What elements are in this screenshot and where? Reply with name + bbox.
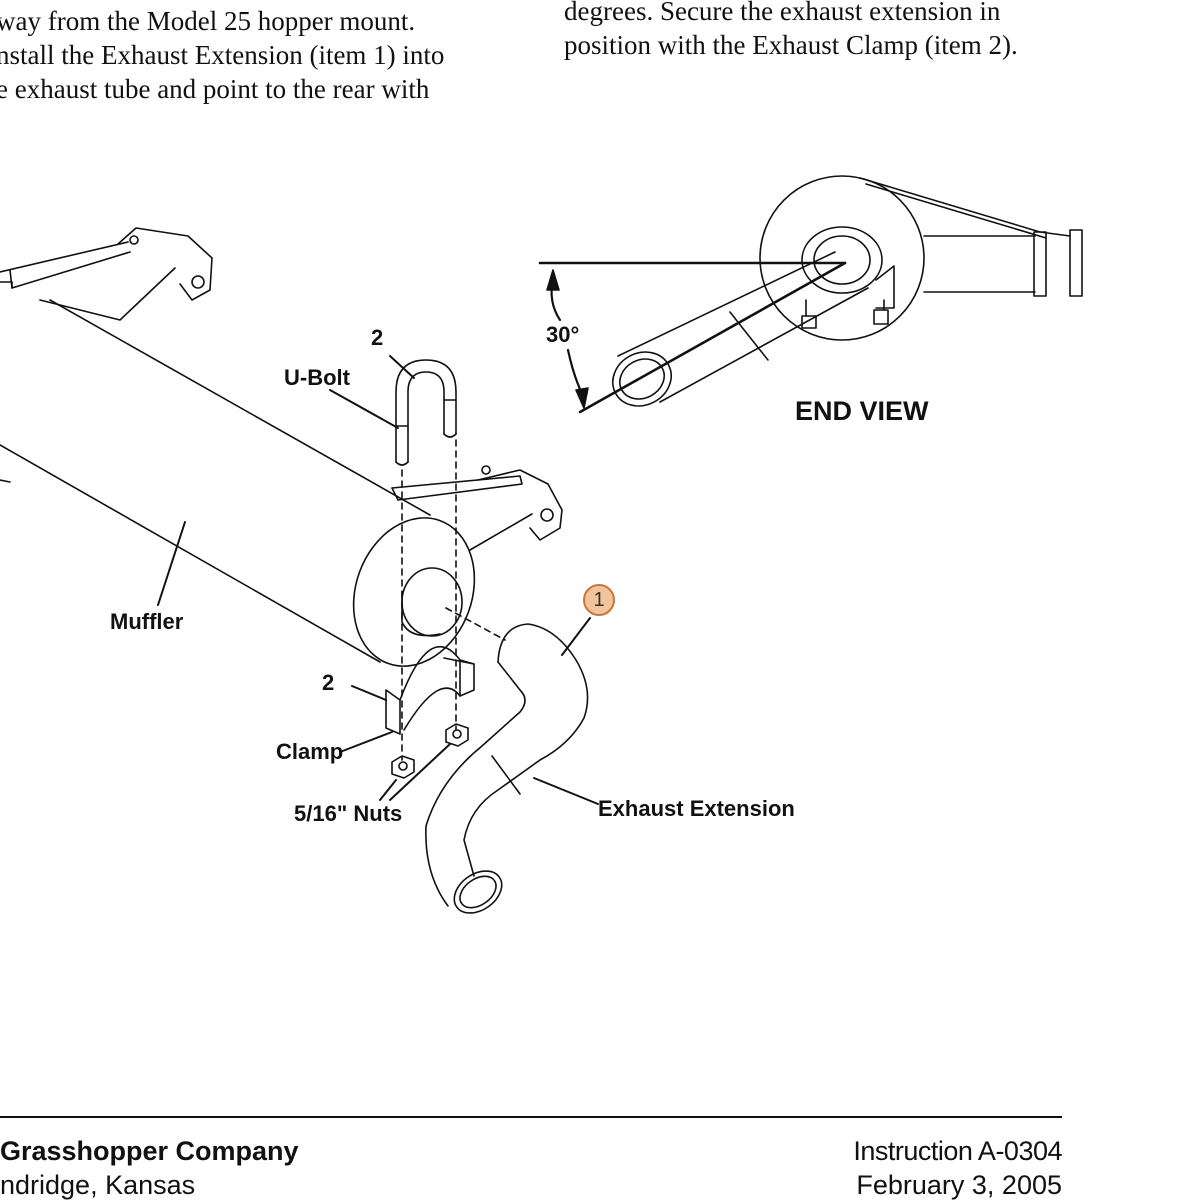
text-line: degrees. Secure the exhaust extension in <box>564 0 1001 26</box>
nuts-label: 5/16" Nuts <box>294 801 403 826</box>
nuts-drawing <box>379 723 469 801</box>
clamp-quantity-label: 2 <box>322 670 335 695</box>
clamp-label: Clamp <box>276 739 344 764</box>
item-callout-badge: 1 <box>583 584 615 616</box>
u-bolt-label: U-Bolt <box>284 365 350 390</box>
muffler-drawing <box>0 227 563 667</box>
footer-date: February 3, 2005 <box>856 1170 1062 1200</box>
instruction-text-right: degrees. Secure the exhaust extension in… <box>564 0 1018 62</box>
text-line: e exhaust tube and point to the rear wit… <box>0 74 430 104</box>
angle-label: 30° <box>546 322 580 347</box>
clamp-drawing <box>339 645 475 753</box>
instruction-text-left: way from the Model 25 hopper mount. nsta… <box>0 4 444 106</box>
text-line: way from the Model 25 hopper mount. <box>0 6 416 36</box>
exhaust-extension-drawing <box>425 617 599 914</box>
footer-company: Grasshopper Company <box>0 1136 299 1166</box>
muffler-label: Muffler <box>110 609 184 634</box>
footer-divider <box>0 1116 1062 1118</box>
u-bolt-drawing <box>329 355 506 761</box>
end-view-label: END VIEW <box>795 396 929 426</box>
exhaust-extension-label: Exhaust Extension <box>598 796 795 821</box>
end-view-drawing <box>538 175 1083 414</box>
text-line: nstall the Exhaust Extension (item 1) in… <box>0 40 445 70</box>
u-bolt-quantity-label: 2 <box>371 325 384 350</box>
footer-location: ndridge, Kansas <box>0 1170 196 1200</box>
text-line: position with the Exhaust Clamp (item 2)… <box>564 30 1018 60</box>
footer-instruction: Instruction A-0304 <box>853 1136 1062 1166</box>
